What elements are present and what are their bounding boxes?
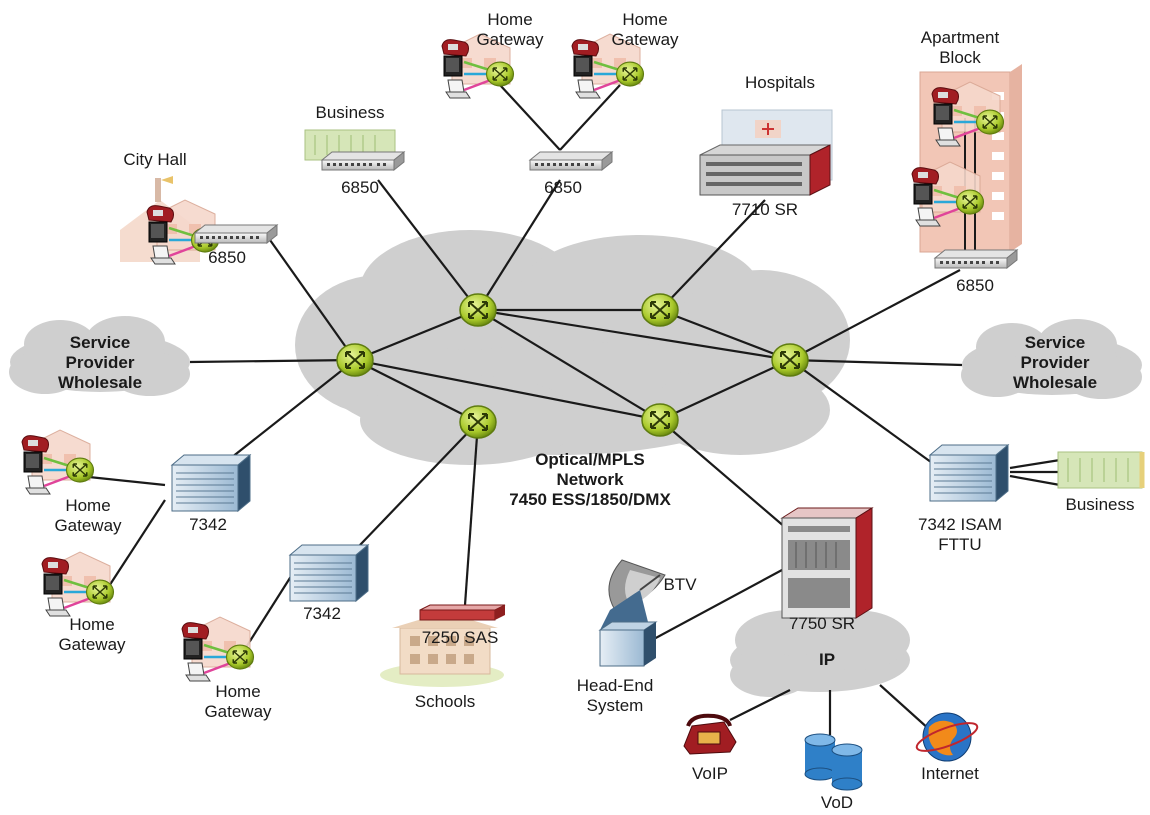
label-home-line: Home (487, 10, 533, 29)
label-home-line: Home (215, 682, 261, 701)
label-spw-line1: Service (69, 333, 131, 352)
links (69, 84, 1061, 735)
label-home-line: Home (622, 10, 668, 29)
core-router-1 (336, 343, 374, 377)
label-7342-isam-fttu: 7342 ISAM FTTU (910, 515, 1010, 555)
core-router-3 (641, 293, 679, 327)
label-7342-left: 7342 (189, 515, 227, 534)
isam-7342-left (171, 454, 251, 512)
label-head-end-system: Head-End System (570, 676, 660, 716)
label-spw-line1: Service (1024, 333, 1086, 352)
label-7710-sr: 7710 SR (731, 200, 799, 219)
label-service-provider-right: Service Provider Wholesale (1005, 333, 1105, 393)
home-gateway-bottom-equipment (182, 617, 254, 681)
sr-7750-device (780, 507, 874, 619)
label-ip: IP (818, 650, 836, 669)
label-gateway-line: Gateway (58, 635, 126, 654)
vod-storage-icon (804, 733, 863, 791)
label-spw-line2: Provider (65, 353, 135, 372)
label-spw-line2: Provider (1020, 353, 1090, 372)
label-home-gateway-left-lower: Home Gateway (52, 615, 132, 655)
label-core-line3: 7450 ESS/1850/DMX (509, 490, 671, 509)
core-router-6 (641, 403, 679, 437)
switch-6850-apartment (934, 249, 1018, 269)
label-6850-apartment: 6850 (956, 276, 994, 295)
label-apartment-block: Apartment Block (920, 28, 1000, 68)
label-7250-sas: 7250 SAS (421, 628, 499, 647)
label-6850-top: 6850 (544, 178, 582, 197)
label-headend-line2: System (586, 696, 644, 715)
label-6850-business: 6850 (341, 178, 379, 197)
core-router-2 (459, 293, 497, 327)
head-end-system (598, 559, 666, 667)
switch-6850-city-hall (194, 224, 278, 244)
label-gateway-line: Gateway (611, 30, 679, 49)
label-voip: VoIP (692, 764, 728, 783)
sas-7250-device (419, 604, 506, 621)
schools-building (380, 612, 504, 687)
switch-6850-business (321, 151, 405, 171)
label-schools: Schools (414, 692, 476, 711)
label-core-network: Optical/MPLS Network 7450 ESS/1850/DMX (490, 450, 690, 510)
label-home-line: Home (65, 496, 111, 515)
label-apartment-line: Apartment (920, 28, 1000, 47)
hospital-building (699, 109, 833, 196)
label-service-provider-left: Service Provider Wholesale (50, 333, 150, 393)
label-core-line2: Network (556, 470, 624, 489)
label-home-gateway-bottom: Home Gateway (198, 682, 278, 722)
label-spw-line3: Wholesale (57, 373, 143, 392)
voip-phone-icon (683, 713, 737, 755)
core-cloud (295, 230, 850, 465)
business-building-right (1057, 451, 1145, 489)
label-gateway-line: Gateway (54, 516, 122, 535)
label-core-line1: Optical/MPLS (535, 450, 645, 469)
label-btv: BTV (663, 575, 697, 594)
label-hospitals: Hospitals (745, 73, 815, 92)
label-home-gateway-top-right: Home Gateway (605, 10, 685, 50)
label-internet: Internet (921, 764, 979, 783)
label-home-gateway-left-upper: Home Gateway (48, 496, 128, 536)
label-block-line: Block (939, 48, 981, 67)
switch-6850-top (529, 151, 613, 171)
label-business-top: Business (315, 103, 385, 122)
home-gateway-left-upper-equipment (22, 430, 94, 494)
core-router-5 (459, 405, 497, 439)
ip-cloud (730, 610, 910, 697)
label-headend-line1: Head-End (576, 676, 654, 695)
label-6850-city-hall: 6850 (208, 248, 246, 267)
internet-globe-icon (915, 712, 979, 762)
label-7750-sr: 7750 SR (788, 614, 856, 633)
label-7342-middle: 7342 (303, 604, 341, 623)
isam-7342-fttu (929, 444, 1009, 502)
label-gateway-line: Gateway (204, 702, 272, 721)
core-router-4 (771, 343, 809, 377)
label-vod: VoD (820, 793, 854, 812)
label-spw-line3: Wholesale (1012, 373, 1098, 392)
label-business-right: Business (1065, 495, 1135, 514)
label-gateway-line: Gateway (476, 30, 544, 49)
label-city-hall: City Hall (123, 150, 187, 169)
label-home-gateway-top-left: Home Gateway (470, 10, 550, 50)
isam-7342-middle (289, 544, 369, 602)
label-isam-line1: 7342 ISAM (917, 515, 1003, 534)
label-isam-line2: FTTU (938, 535, 982, 554)
home-gateway-left-lower-equipment (42, 552, 114, 616)
label-home-line: Home (69, 615, 115, 634)
